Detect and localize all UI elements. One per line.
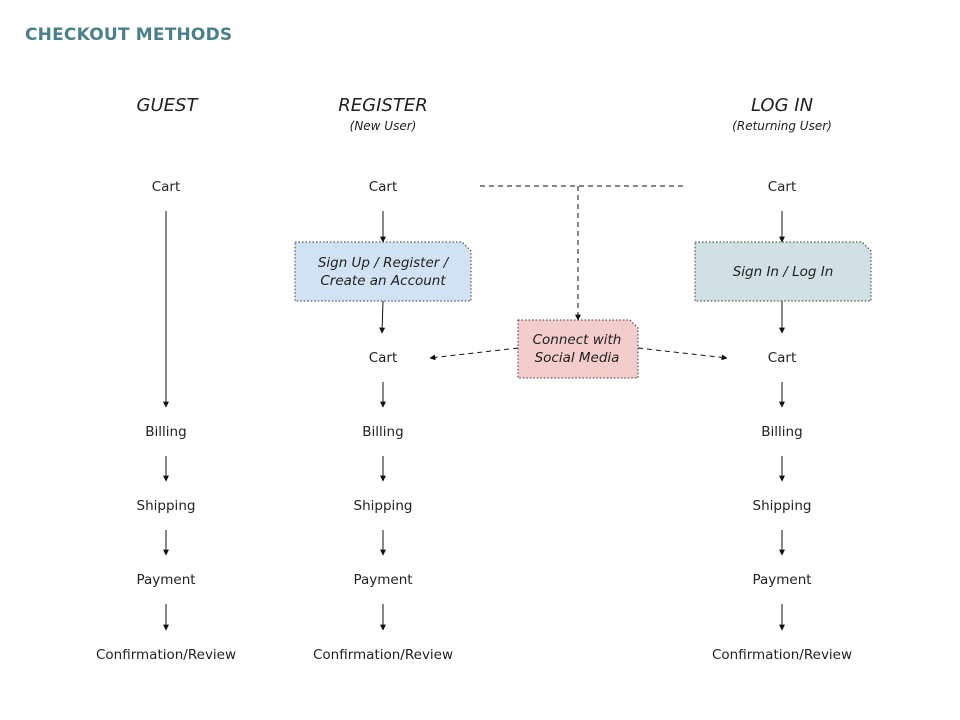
social-media-label: Connect with Social Media [532,332,622,366]
register-action-label: Sign Up / Register / Create an Account [317,255,449,289]
register-step-billing: Billing [362,424,404,440]
social-dashed-to-login-cart [637,347,728,361]
register-step-payment: Payment [353,572,413,588]
login-action-box [694,241,872,302]
login-step-billing: Billing [761,424,803,440]
guest-step-payment: Payment [136,572,196,588]
guest-step-cart: Cart [151,179,181,195]
guest-heading: GUEST [136,95,198,116]
register-arrow-signup-cart [379,300,386,334]
social-dashed-to-register-cart [429,347,519,361]
login-step-payment: Payment [752,572,812,588]
login-step-cart-start: Cart [767,179,797,195]
register-action-box [294,241,472,302]
login-step-cart: Cart [767,350,797,366]
register-subheading: (New User) [349,119,417,133]
register-heading: REGISTER [338,95,428,116]
register-step-cart: Cart [368,350,398,366]
register-step-shipping: Shipping [353,498,413,514]
login-step-confirmation: Confirmation/Review [711,647,853,663]
social-media-box [517,319,639,379]
login-heading: LOG IN [750,95,814,116]
register-step-cart-start: Cart [368,179,398,195]
register-step-confirmation: Confirmation/Review [312,647,454,663]
login-action-label: Sign In / Log In [732,264,834,280]
guest-step-shipping: Shipping [136,498,196,514]
guest-step-confirmation: Confirmation/Review [95,647,237,663]
page-title: CHECKOUT METHODS [25,25,233,45]
guest-step-billing: Billing [145,424,187,440]
login-step-shipping: Shipping [752,498,812,514]
login-subheading: (Returning User) [732,119,832,133]
